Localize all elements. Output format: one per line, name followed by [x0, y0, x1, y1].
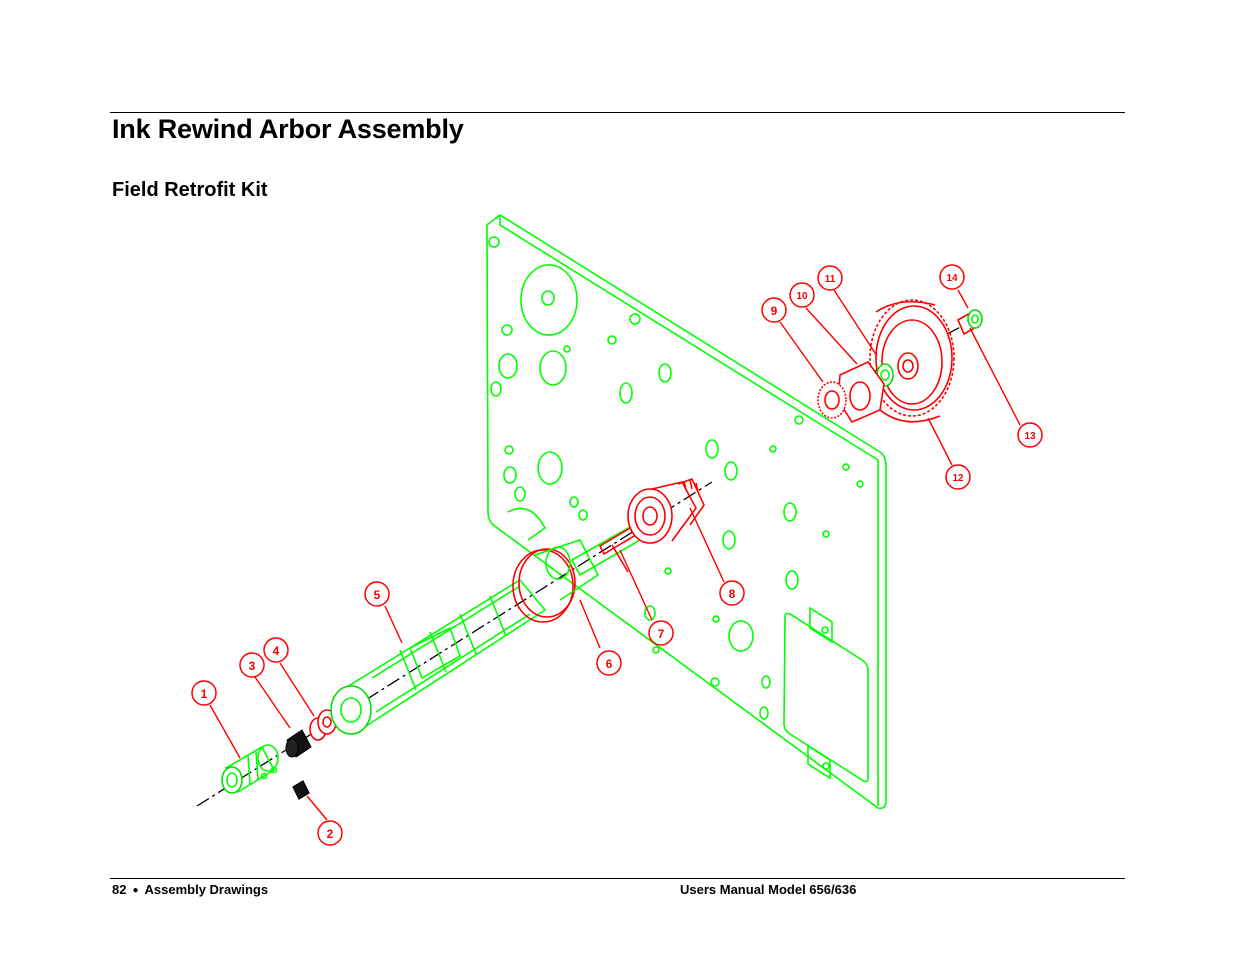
page-number: 82	[112, 882, 127, 897]
callout-11: 11	[817, 265, 843, 291]
gear-centerline	[857, 317, 979, 381]
bearing-part	[627, 478, 705, 544]
gear-assembly	[817, 299, 983, 424]
shaft-centerline	[196, 481, 713, 807]
callout-6-label: 6	[606, 657, 613, 671]
callout-3: 3	[239, 652, 265, 678]
callout-14-label: 14	[946, 273, 958, 284]
manual-name: Users Manual Model 656/636	[680, 882, 857, 897]
callout-5-label: 5	[374, 588, 381, 602]
arbor-part	[330, 578, 547, 735]
callout-5: 5	[364, 581, 390, 607]
callout-3-label: 3	[249, 659, 256, 673]
flange-part	[512, 539, 600, 623]
callout-9: 9	[761, 297, 787, 323]
collar-part	[221, 744, 279, 794]
callout-8: 8	[719, 580, 745, 606]
page-title: Ink Rewind Arbor Assembly	[112, 114, 464, 144]
callout-12: 12	[945, 464, 971, 490]
callout-4: 4	[263, 637, 289, 663]
callout-6: 6	[596, 650, 622, 676]
set-screw-part	[292, 780, 310, 800]
callout-2: 2	[317, 820, 343, 846]
callout-13-label: 13	[1024, 431, 1036, 442]
mounting-plate	[486, 214, 887, 810]
callout-11-label: 11	[825, 274, 836, 285]
callout-14: 14	[939, 264, 965, 290]
bullet-icon: ●	[132, 885, 139, 896]
knurled-nut-part	[285, 729, 312, 758]
callout-7-label: 7	[658, 627, 665, 641]
callout-10: 10	[789, 282, 815, 308]
footer-rule	[110, 878, 1125, 879]
callout-8-label: 8	[729, 587, 736, 601]
callout-1-label: 1	[201, 687, 208, 701]
callout-13: 13	[1017, 422, 1043, 448]
callout-12-label: 12	[952, 473, 964, 484]
callout-9-label: 9	[771, 304, 778, 318]
spacer-part	[309, 709, 337, 741]
callout-10-label: 10	[796, 291, 808, 302]
callout-2-label: 2	[327, 827, 334, 841]
section-name: Assembly Drawings	[144, 882, 269, 897]
callout-4-label: 4	[273, 644, 280, 658]
section-subtitle: Field Retrofit Kit	[112, 179, 268, 201]
callout-leaders	[209, 289, 1021, 821]
callout-7: 7	[648, 620, 674, 646]
footer-left: 82 ● Assembly Drawings	[112, 882, 268, 897]
callout-1: 1	[191, 680, 217, 706]
header-rule	[110, 112, 1125, 113]
